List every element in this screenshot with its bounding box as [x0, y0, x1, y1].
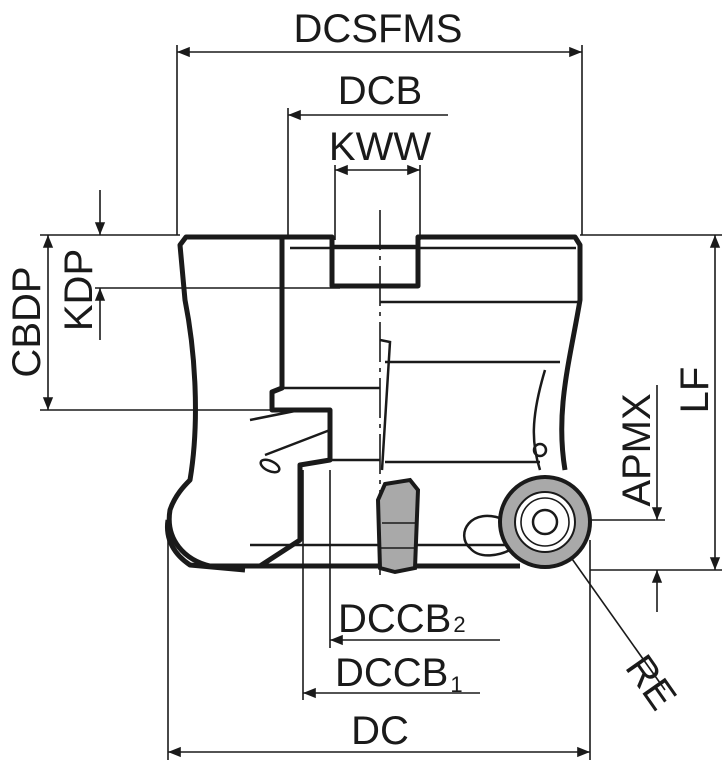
label-lf: LF [673, 367, 717, 414]
hatched-section [166, 234, 333, 569]
round-insert [498, 475, 592, 569]
label-cbdp: CBDP [5, 266, 49, 377]
dimension-labels: DCSFMS DCB KWW CBDP KDP APMX LF DCCB2 DC… [5, 7, 717, 753]
torx-screw-icon [531, 508, 559, 536]
label-dccb1: DCCB1 [335, 651, 463, 697]
label-dc: DC [351, 709, 409, 753]
label-apmx: APMX [615, 393, 659, 506]
label-re: RE [617, 647, 685, 718]
label-dcb: DCB [338, 69, 422, 113]
label-dcsfms: DCSFMS [294, 7, 463, 51]
label-kww: KWW [329, 125, 431, 169]
extension-lines [40, 45, 722, 760]
cutter-body [164, 234, 583, 573]
label-kdp: KDP [57, 249, 101, 331]
label-dccb2: DCCB2 [338, 597, 466, 641]
side-insert [375, 477, 421, 575]
